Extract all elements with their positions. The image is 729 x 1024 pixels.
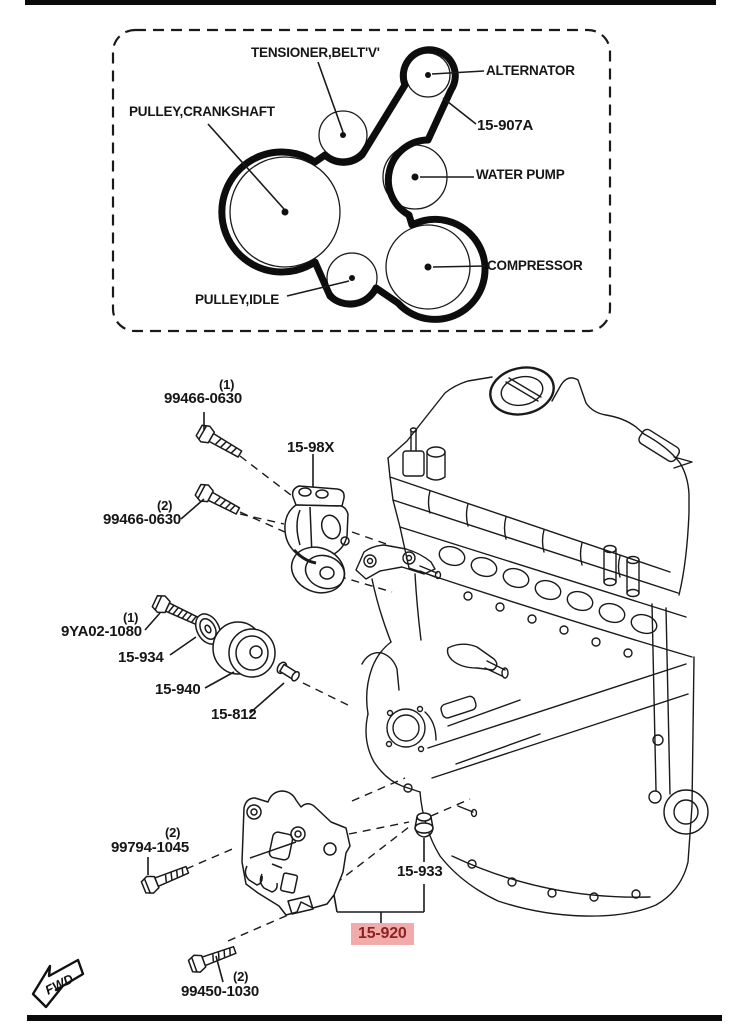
bolt-tensioner-upper-qty: (1) — [219, 377, 235, 392]
belt-leader-dots — [281, 72, 432, 281]
alternator-label: ALTERNATOR — [486, 63, 575, 78]
belt-routing-diagram — [111, 28, 612, 333]
water-pump-label: WATER PUMP — [476, 167, 565, 182]
bracket-part — [241, 790, 351, 916]
belt-leader-lines — [207, 61, 486, 297]
crankshaft-pulley-label: PULLEY,CRANKSHAFT — [129, 104, 275, 119]
bolt-idler-qty: (1) — [123, 610, 139, 625]
washer-part — [194, 613, 222, 645]
part-leader-lines — [144, 412, 425, 983]
bracket-part-label[interactable]: 15-920 — [351, 923, 414, 945]
bolt-bracket-upper-qty: (2) — [165, 825, 181, 840]
spacer-bolt-label: 15-812 — [211, 706, 257, 723]
bolt-tensioner-lower-qty: (2) — [157, 498, 173, 513]
crankshaft-pulley-circle — [229, 156, 341, 268]
bolt-tensioner-lower-label: 99466-0630 — [103, 511, 182, 528]
engine-sketch — [355, 366, 709, 917]
tensioner-assembly-label: 15-98X — [287, 439, 335, 456]
belt-part-number-label: 15-907A — [477, 117, 534, 134]
stud-part — [414, 812, 434, 838]
bolt-bracket-upper-part — [140, 865, 190, 894]
idler-pulley-part — [212, 621, 276, 678]
spacer-bolt-part — [276, 661, 300, 682]
bolt-idler-label: 9YA02-1080 — [61, 623, 142, 640]
bottom-frame-bar — [27, 1015, 722, 1021]
drive-belt-path — [218, 46, 489, 323]
belt-box-border — [111, 28, 612, 333]
bolt-tensioner-lower-part — [194, 483, 241, 515]
loose-parts — [140, 424, 434, 973]
compressor-label: COMPRESSOR — [487, 258, 583, 273]
bolt-bracket-lower-qty: (2) — [233, 969, 249, 984]
bolt-bracket-lower-label: 99450-1030 — [181, 983, 260, 1000]
idler-pulley-label: 15-940 — [155, 681, 201, 698]
bolt-bracket-lower-part — [187, 945, 237, 973]
idle-pulley-label: PULLEY,IDLE — [195, 292, 280, 307]
bolt-tensioner-upper-part — [195, 424, 243, 458]
tensioner-belt-label: TENSIONER,BELT'V' — [251, 45, 380, 60]
top-frame-bar — [25, 0, 716, 5]
washer-label: 15-934 — [118, 649, 164, 666]
bolt-bracket-upper-label: 99794-1045 — [111, 839, 190, 856]
fwd-arrow-icon: FWD — [31, 958, 85, 1009]
bolt-tensioner-upper-label: 99466-0630 — [164, 390, 243, 407]
stud-label: 15-933 — [397, 863, 443, 880]
tensioner-assembly-part — [284, 485, 350, 594]
